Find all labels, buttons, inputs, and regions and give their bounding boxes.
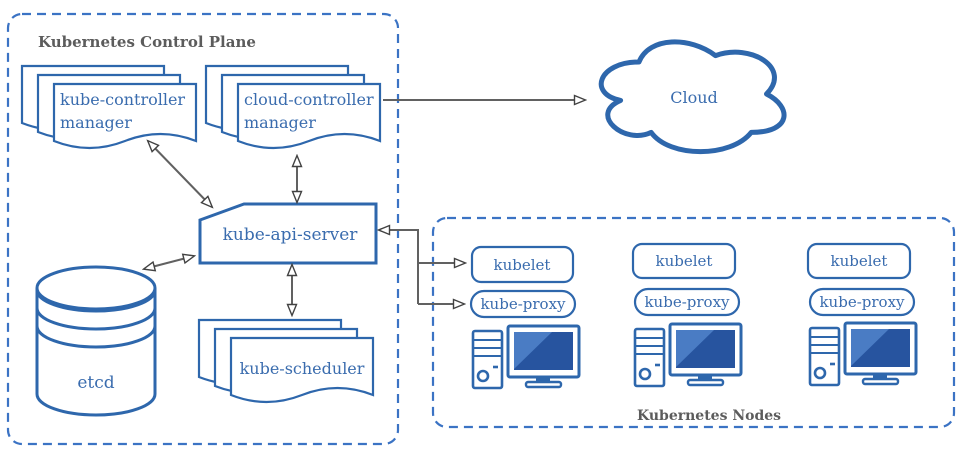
node3-kube-proxy-label: kube-proxy: [819, 293, 905, 311]
cloud-shape: [598, 39, 787, 155]
node2-kubelet-label: kubelet: [656, 252, 713, 270]
node2-kubelet-shape: [631, 242, 737, 280]
node1-kube-proxy-shape: [469, 289, 577, 319]
node1-kubelet-label: kubelet: [494, 256, 551, 274]
cloud-controller-manager-label-line2: manager: [244, 113, 316, 132]
node1-kubelet-shape: [470, 245, 575, 284]
kube-controller-manager-label-line1: kube-controller: [60, 90, 185, 109]
arrow-etcd-api-server: [144, 256, 194, 269]
control-plane-title: Kubernetes Control Plane: [38, 33, 256, 51]
node2-computer-icon: [633, 322, 743, 388]
node1-computer-icon: [471, 324, 581, 390]
kube-api-server-shape: [198, 202, 378, 265]
node3-kubelet-label: kubelet: [831, 252, 888, 270]
cloud-controller-manager-label-line1: cloud-controller: [244, 90, 374, 109]
nodes-title: Kubernetes Nodes: [637, 408, 781, 424]
etcd-label: etcd: [77, 373, 114, 393]
kube-controller-manager-label-line2: manager: [60, 113, 132, 132]
node2-kube-proxy-shape: [633, 287, 741, 317]
control-plane-box: [6, 12, 400, 446]
node3-kube-proxy-shape: [808, 287, 916, 317]
node2-kube-proxy-label: kube-proxy: [644, 293, 730, 311]
node3-kubelet-shape: [806, 242, 912, 280]
node1-kube-proxy-label: kube-proxy: [480, 295, 566, 313]
kube-api-server-label: kube-api-server: [223, 225, 359, 245]
cloud-label: Cloud: [670, 88, 718, 107]
nodes-box: [431, 216, 956, 429]
node3-computer-icon: [808, 321, 918, 387]
arrow-nodes-to-api-server: [379, 230, 419, 304]
etcd-shape: [35, 265, 157, 417]
arrow-kube-controller-manager-api-server: [148, 141, 212, 207]
kube-scheduler-label: kube-scheduler: [240, 359, 365, 378]
